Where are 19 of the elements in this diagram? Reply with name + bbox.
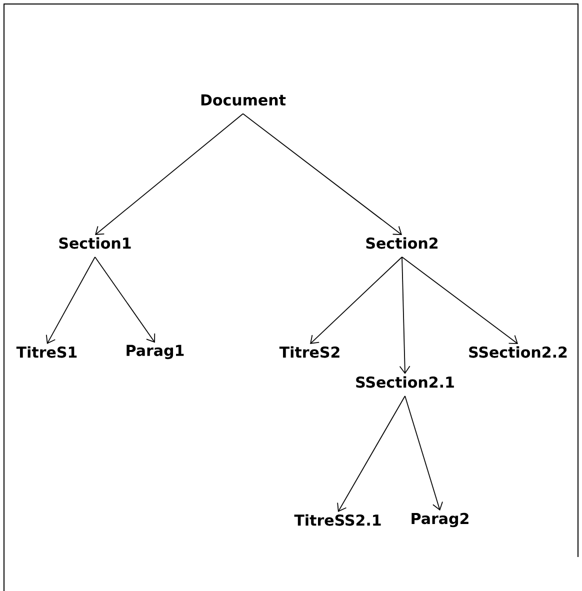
arrow <box>310 256 402 344</box>
tree-node-label: TitreS2 <box>279 346 340 358</box>
arrow <box>94 256 156 343</box>
arrow <box>402 256 518 344</box>
tree-node-label: Section1 <box>59 237 131 249</box>
arrow <box>399 256 410 374</box>
arrow <box>95 113 244 235</box>
tree-node-label: Parag1 <box>126 344 184 360</box>
arrow <box>242 113 402 235</box>
arrow <box>337 396 406 512</box>
tree-node-label: SSection2.2 <box>469 346 567 358</box>
tree-node-label: TitreSS2.1 <box>294 514 381 526</box>
tree-node-label: TitreS1 <box>16 346 77 358</box>
tree-node-label: SSection2.1 <box>356 376 454 388</box>
tree-node-label: Parag2 <box>412 512 468 528</box>
arrow <box>46 256 96 344</box>
tree-node-label: Document <box>201 94 286 106</box>
tree-node-label: Section2 <box>366 237 438 249</box>
arrow <box>404 396 443 511</box>
